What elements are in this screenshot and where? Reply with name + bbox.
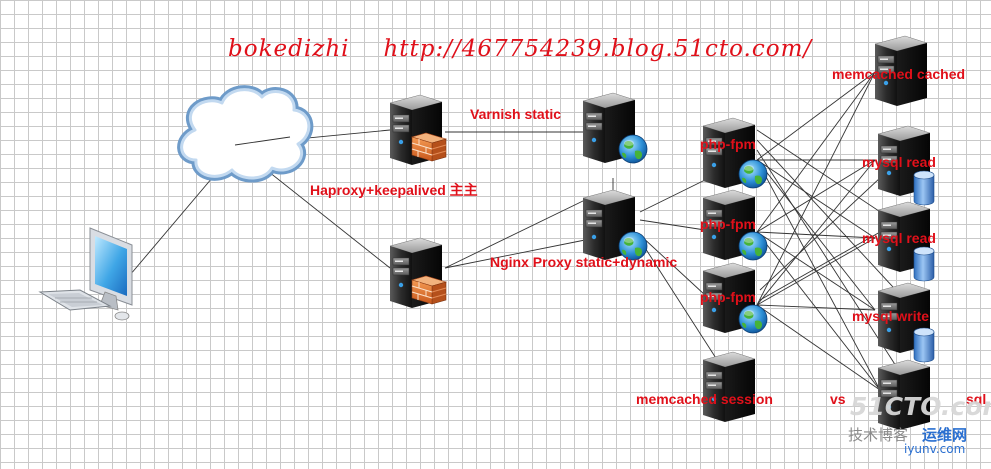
globe-icon [738,304,768,334]
header-author: bokedizhi [228,36,350,62]
watermark-domain: iyunv.com [904,442,966,456]
label-mysql-read-1: mysql read [862,154,936,170]
memcached-session-server-icon [702,351,756,423]
watermark-sub-left: 技术博客 [848,426,909,444]
database-icon [913,327,935,363]
watermark-51cto: 51CTO.com [850,392,991,421]
client-computer-icon [38,227,133,321]
label-php-fpm-1: php-fpm [700,136,756,152]
label-nginx: Nginx Proxy static+dynamic [490,254,678,270]
globe-icon [738,231,768,261]
label-vs-mysql-tail: sql [966,391,987,407]
haproxy-server-1-icon [389,94,447,166]
php-fpm-server-1-icon [702,117,768,189]
nginx-server-icon [582,189,648,261]
blog-header: bokedizhi http://467754239.blog.51cto.com… [228,36,812,62]
internet-cloud [177,85,314,183]
label-haproxy: Haproxy+keepalived 主主 [310,182,478,198]
database-icon [913,246,935,282]
firewall-icon [411,275,447,305]
label-mysql-write: mysql write [852,308,930,324]
label-php-fpm-3: php-fpm [700,289,756,305]
watermark-sub: 技术博客运维网 [848,424,967,445]
watermark-sub-right: 运维网 [922,426,968,444]
label-memcached-cached: memcached cached [832,66,966,82]
database-icon [913,170,935,206]
label-memcached-session: memcached session [636,391,773,407]
firewall-icon [411,132,447,162]
label-varnish: Varnish static [470,106,562,122]
label-mysql-read-2: mysql read [862,230,936,246]
varnish-server-icon [582,92,648,164]
header-url: http://467754239.blog.51cto.com/ [383,36,813,62]
globe-icon [618,134,648,164]
label-php-fpm-2: php-fpm [700,216,756,232]
haproxy-server-2-icon [389,237,447,309]
globe-icon [738,159,768,189]
label-vs-mysql: vs [830,391,846,407]
